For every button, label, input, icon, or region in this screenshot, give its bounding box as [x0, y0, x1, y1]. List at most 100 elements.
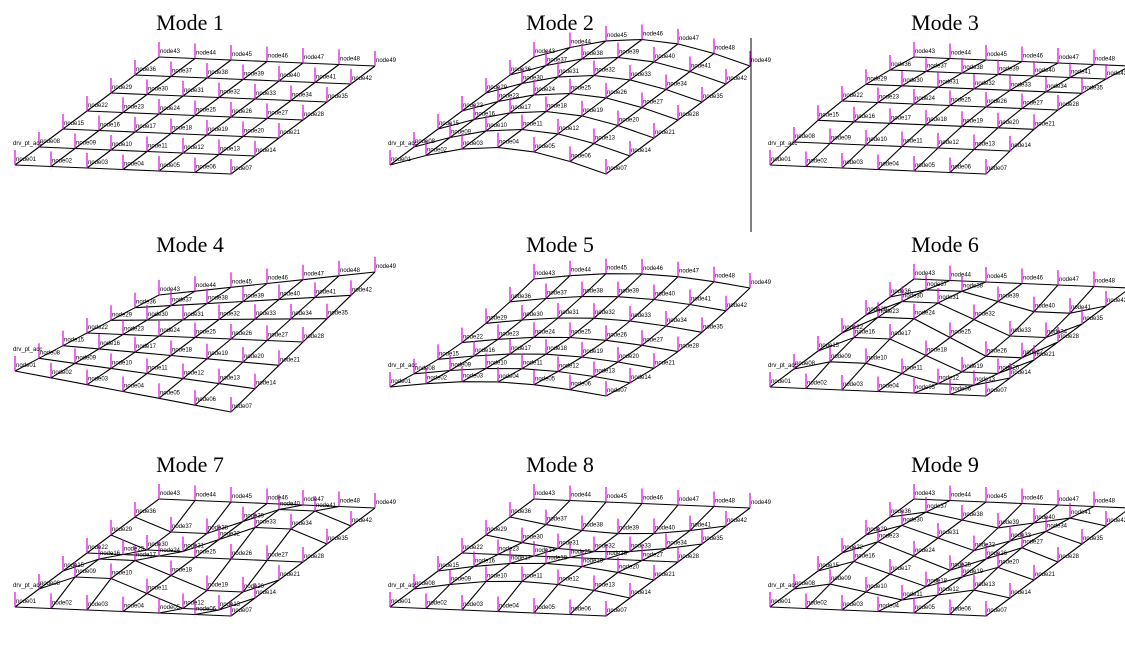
node-label: node08: [40, 581, 61, 587]
node-label: node38: [963, 283, 984, 289]
node-label: node05: [535, 144, 556, 150]
node-label: node31: [559, 310, 580, 316]
node-label: node17: [136, 344, 157, 350]
node-label: node07: [987, 166, 1008, 172]
node-label: node33: [256, 91, 277, 97]
node-label: node17: [891, 115, 912, 121]
mode-title: Mode 3: [911, 10, 979, 35]
node-label: node37: [547, 58, 568, 64]
node-label: node29: [112, 527, 133, 533]
node-label: node39: [244, 72, 265, 78]
node-label: node36: [136, 67, 157, 73]
node-label: node48: [1095, 499, 1116, 505]
node-label: node36: [136, 300, 157, 306]
node-label: node03: [843, 602, 864, 608]
node-label: node46: [268, 276, 289, 282]
node-label: node45: [987, 494, 1008, 500]
node-label: node01: [391, 157, 412, 163]
node-label: node04: [499, 140, 520, 146]
node-label: node28: [1059, 554, 1080, 560]
node-label: node20: [619, 564, 640, 570]
node-label: node10: [487, 123, 508, 129]
node-label: node47: [679, 36, 700, 42]
node-label: node22: [88, 103, 109, 109]
node-label: node13: [220, 147, 241, 153]
node-label: node35: [703, 324, 724, 330]
node-label: node11: [523, 361, 543, 367]
node-label: node43: [915, 491, 936, 497]
node-label: node17: [136, 553, 157, 559]
node-label: node19: [208, 127, 229, 133]
node-label: node11: [903, 139, 923, 145]
node-label: node47: [1059, 277, 1080, 283]
node-label: node39: [244, 294, 265, 300]
node-label: node15: [64, 121, 85, 127]
node-label: node11: [523, 122, 543, 128]
node-label: node15: [64, 563, 85, 569]
node-label: node18: [547, 346, 568, 352]
node-label: node06: [196, 397, 217, 403]
node-label: node31: [184, 544, 205, 550]
node-label: node16: [855, 114, 876, 120]
node-label: node22: [463, 103, 484, 109]
node-label: node03: [843, 160, 864, 166]
node-label: node05: [160, 163, 181, 169]
drive-point-label: drv_pt_acc: [13, 347, 42, 353]
node-label: node06: [571, 154, 592, 160]
node-label: node25: [951, 98, 972, 104]
node-label: node42: [352, 76, 373, 82]
node-label: node32: [220, 532, 241, 538]
node-label: node41: [691, 297, 712, 303]
mesh-column-line: [949, 506, 1095, 615]
node-label: node10: [112, 142, 133, 148]
node-label: node41: [316, 503, 337, 509]
node-label: node30: [903, 517, 924, 523]
node-label: node05: [915, 605, 936, 611]
node-label: node27: [268, 111, 289, 117]
node-label: node41: [1071, 305, 1092, 311]
node-label: node09: [451, 363, 472, 369]
node-label: node23: [124, 547, 145, 553]
node-label: node23: [879, 95, 900, 101]
node-label: node46: [268, 496, 289, 502]
node-label: node06: [571, 607, 592, 613]
node-label: node35: [703, 536, 724, 542]
node-label: node09: [76, 569, 97, 575]
node-label: node18: [172, 568, 193, 574]
node-label: node02: [807, 159, 828, 165]
node-label: node42: [1107, 518, 1125, 524]
node-label: node09: [831, 576, 852, 582]
node-label: node24: [535, 548, 556, 554]
node-label: node46: [268, 54, 289, 60]
node-label: node28: [304, 334, 325, 340]
node-label: node49: [751, 500, 772, 506]
node-label: node31: [939, 295, 960, 301]
node-label: node17: [511, 556, 532, 562]
node-label: node31: [559, 541, 580, 547]
node-label: node06: [571, 382, 592, 388]
node-label: node02: [807, 381, 828, 387]
node-label: node10: [112, 571, 133, 577]
node-label: node34: [667, 82, 688, 88]
node-label: node30: [148, 87, 169, 93]
node-label: node28: [1059, 334, 1080, 340]
node-label: node08: [415, 139, 436, 145]
node-label: node16: [855, 553, 876, 559]
node-label: node22: [843, 545, 864, 551]
node-label: node36: [511, 67, 532, 73]
node-label: node46: [1023, 54, 1044, 60]
node-label: node24: [160, 548, 181, 554]
node-label: node02: [427, 376, 448, 382]
node-label: node20: [244, 129, 265, 135]
node-label: node08: [40, 139, 61, 145]
node-label: node21: [655, 572, 676, 578]
node-label: node21: [280, 357, 301, 363]
node-label: node22: [843, 325, 864, 331]
node-label: node14: [631, 375, 652, 381]
node-label: node36: [511, 509, 532, 515]
node-label: node14: [631, 148, 652, 154]
